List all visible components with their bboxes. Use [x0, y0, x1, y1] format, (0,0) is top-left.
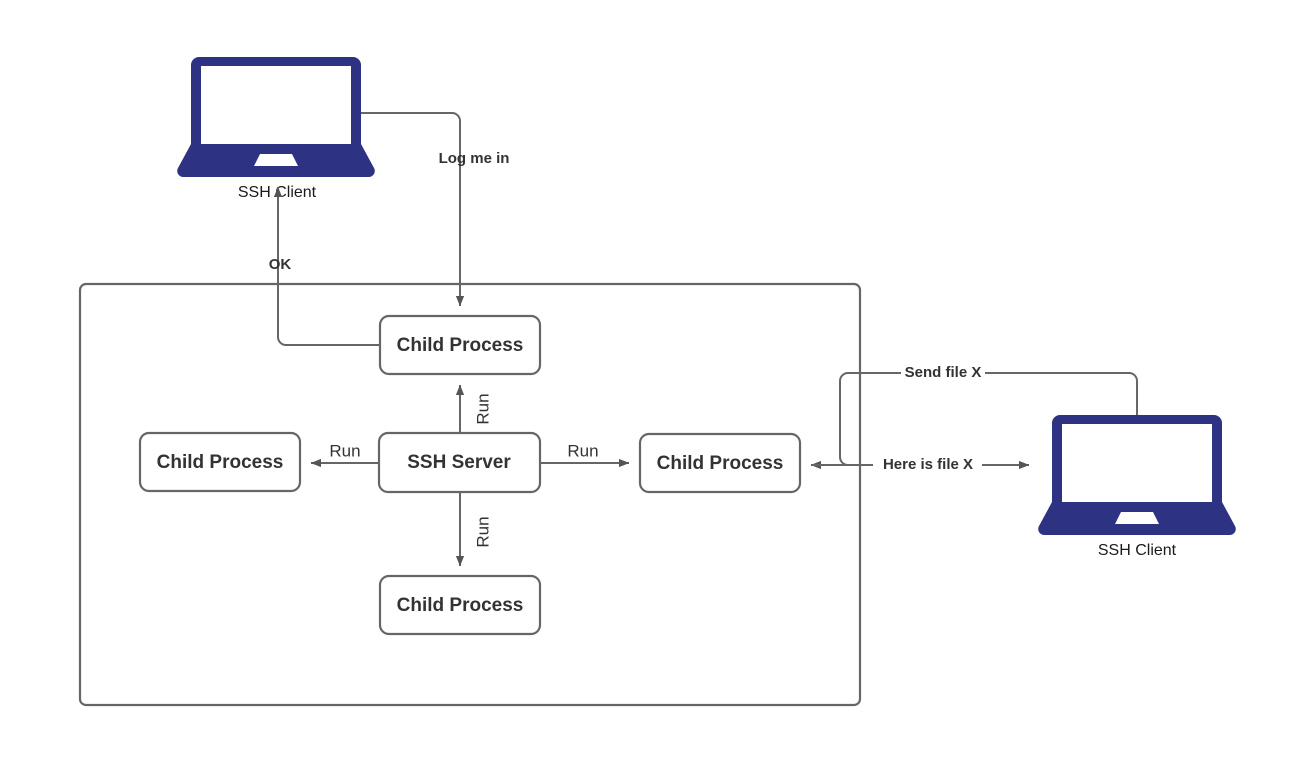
edge-log-me-in	[361, 112, 465, 307]
node-child-process-right-label: Child Process	[657, 453, 784, 474]
edge-run-right-label: Run	[567, 441, 598, 460]
laptop-notch-top	[254, 154, 298, 166]
node-child-process-left-label: Child Process	[157, 452, 284, 473]
ssh-client-right-label: SSH Client	[1098, 542, 1177, 559]
ssh-server-host-container	[78, 282, 862, 707]
edge-log-me-in-label: Log me in	[439, 150, 510, 167]
node-child-process-bottom-box[interactable]	[378, 574, 542, 636]
edge-run-down-label: Run	[473, 516, 492, 547]
node-ssh-server-label: SSH Server	[407, 452, 511, 473]
edge-ok-label: OK	[269, 256, 292, 273]
edge-run-left-label: Run	[329, 441, 360, 460]
edge-run-up-label: Run	[473, 393, 492, 424]
laptop-screen-inner-top	[201, 66, 351, 144]
node-child-process-bottom-label: Child Process	[397, 595, 524, 616]
edge-here-is-file-x-label: Here is file X	[883, 456, 973, 473]
edge-send-file-x-label-bg	[901, 363, 985, 383]
node-child-process-top-label: Child Process	[397, 335, 524, 356]
edge-send-file-x	[810, 372, 1138, 470]
laptop-notch-right	[1115, 512, 1159, 524]
ssh-client-top-device	[177, 57, 375, 177]
node-child-process-right-box[interactable]	[638, 432, 802, 494]
laptop-screen-inner-right	[1062, 424, 1212, 502]
edge-here-is-file-x-label-bg	[873, 455, 982, 475]
edge-send-file-x-label: Send file X	[905, 364, 982, 381]
ssh-client-right-device	[1038, 415, 1236, 535]
node-child-process-left-box[interactable]	[138, 431, 302, 493]
edge-ok	[273, 186, 380, 346]
